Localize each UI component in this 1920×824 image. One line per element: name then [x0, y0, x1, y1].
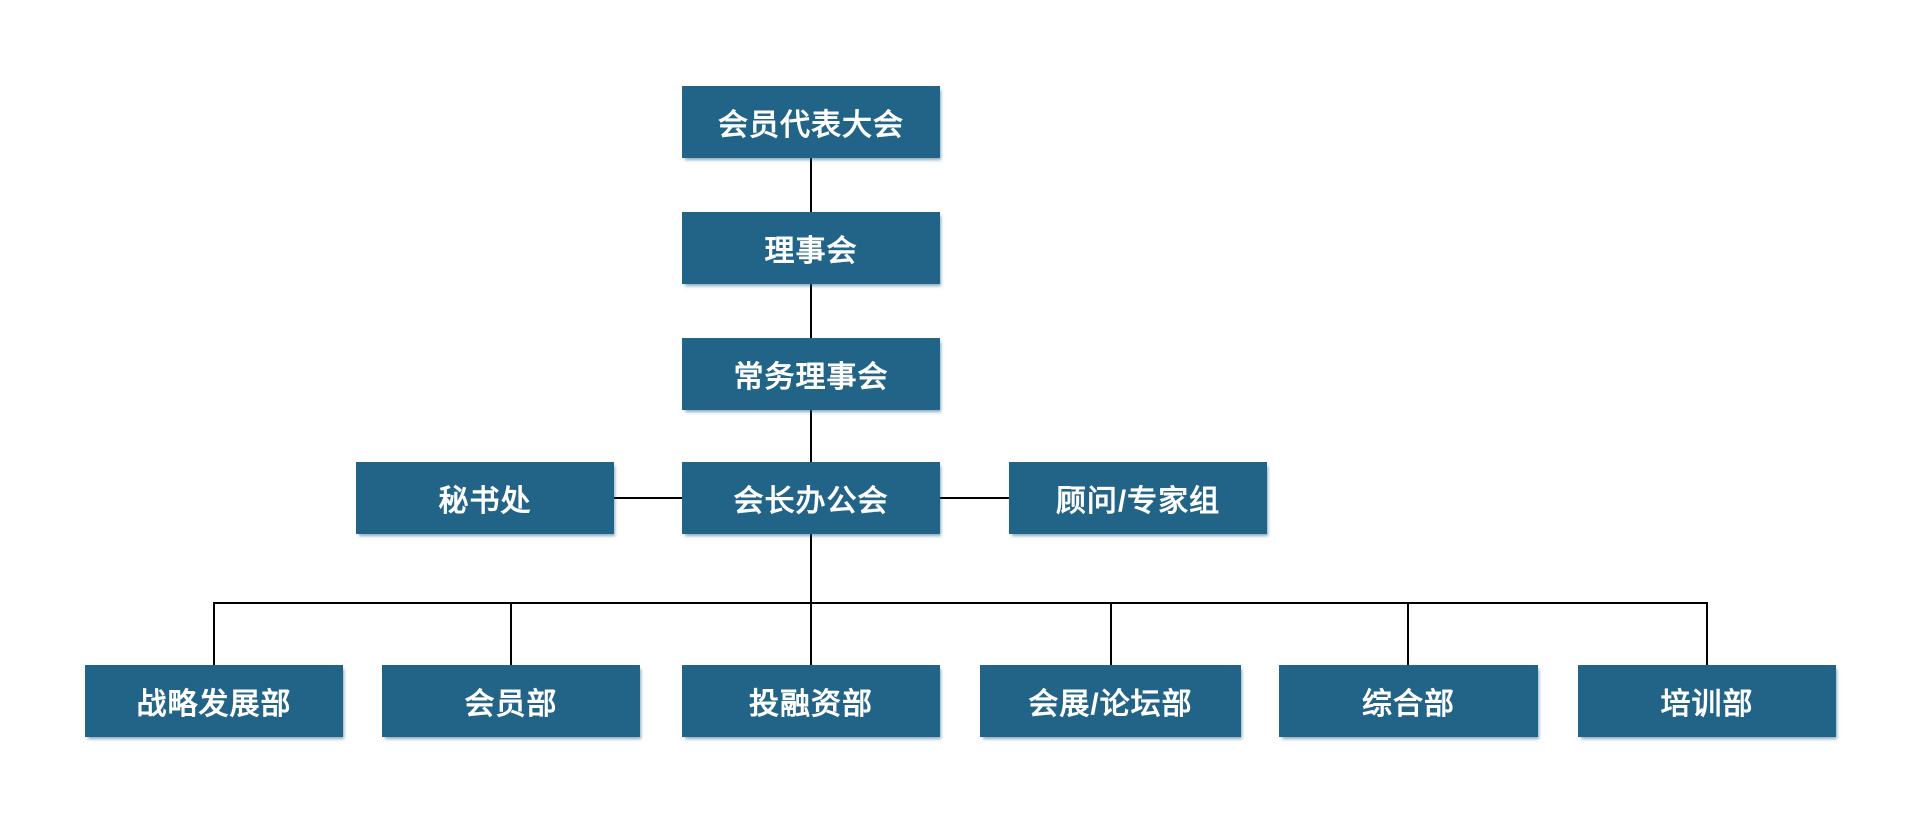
connector-drop-exhibition-dept	[1110, 602, 1112, 665]
connector-departments-bus	[213, 602, 1708, 604]
org-node-president-office: 会长办公会	[682, 462, 940, 534]
org-node-exhibition-forum-dept: 会展/论坛部	[980, 665, 1241, 737]
connector-council-to-standing	[810, 284, 812, 338]
connector-drop-training-dept	[1706, 602, 1708, 665]
org-node-advisor-group: 顾问/专家组	[1009, 462, 1267, 534]
org-node-general-dept: 综合部	[1279, 665, 1538, 737]
org-node-standing-council: 常务理事会	[682, 338, 940, 410]
org-node-member-congress: 会员代表大会	[682, 86, 940, 158]
connector-president-to-bus	[810, 534, 812, 603]
org-node-training-dept: 培训部	[1578, 665, 1836, 737]
org-node-council: 理事会	[682, 212, 940, 284]
org-node-membership-dept-label: 会员部	[464, 688, 558, 721]
org-node-investment-dept: 投融资部	[682, 665, 940, 737]
org-node-training-dept-label: 培训部	[1660, 688, 1754, 721]
org-node-investment-dept-label: 投融资部	[749, 688, 873, 721]
org-node-member-congress-label: 会员代表大会	[718, 109, 904, 142]
org-node-president-office-label: 会长办公会	[733, 485, 889, 518]
connector-president-to-advisors	[940, 497, 1009, 499]
connector-standing-to-president	[810, 410, 812, 462]
connector-root-to-council	[810, 158, 812, 212]
org-node-membership-dept: 会员部	[382, 665, 640, 737]
org-node-standing-council-label: 常务理事会	[733, 361, 889, 394]
org-node-secretariat: 秘书处	[356, 462, 614, 534]
org-node-advisor-group-label: 顾问/专家组	[1055, 485, 1221, 518]
connector-drop-membership-dept	[510, 602, 512, 665]
org-node-exhibition-forum-dept-label: 会展/论坛部	[1028, 688, 1193, 721]
connector-drop-investment-dept	[810, 602, 812, 665]
connector-drop-general-dept	[1407, 602, 1409, 665]
org-node-council-label: 理事会	[764, 235, 858, 268]
org-node-general-dept-label: 综合部	[1362, 688, 1455, 721]
connector-drop-strategy-dept	[213, 602, 215, 665]
org-node-strategy-dept-label: 战略发展部	[136, 688, 292, 721]
org-node-strategy-dept: 战略发展部	[85, 665, 343, 737]
connector-secretariat-to-president	[614, 497, 682, 499]
org-node-secretariat-label: 秘书处	[438, 485, 532, 518]
